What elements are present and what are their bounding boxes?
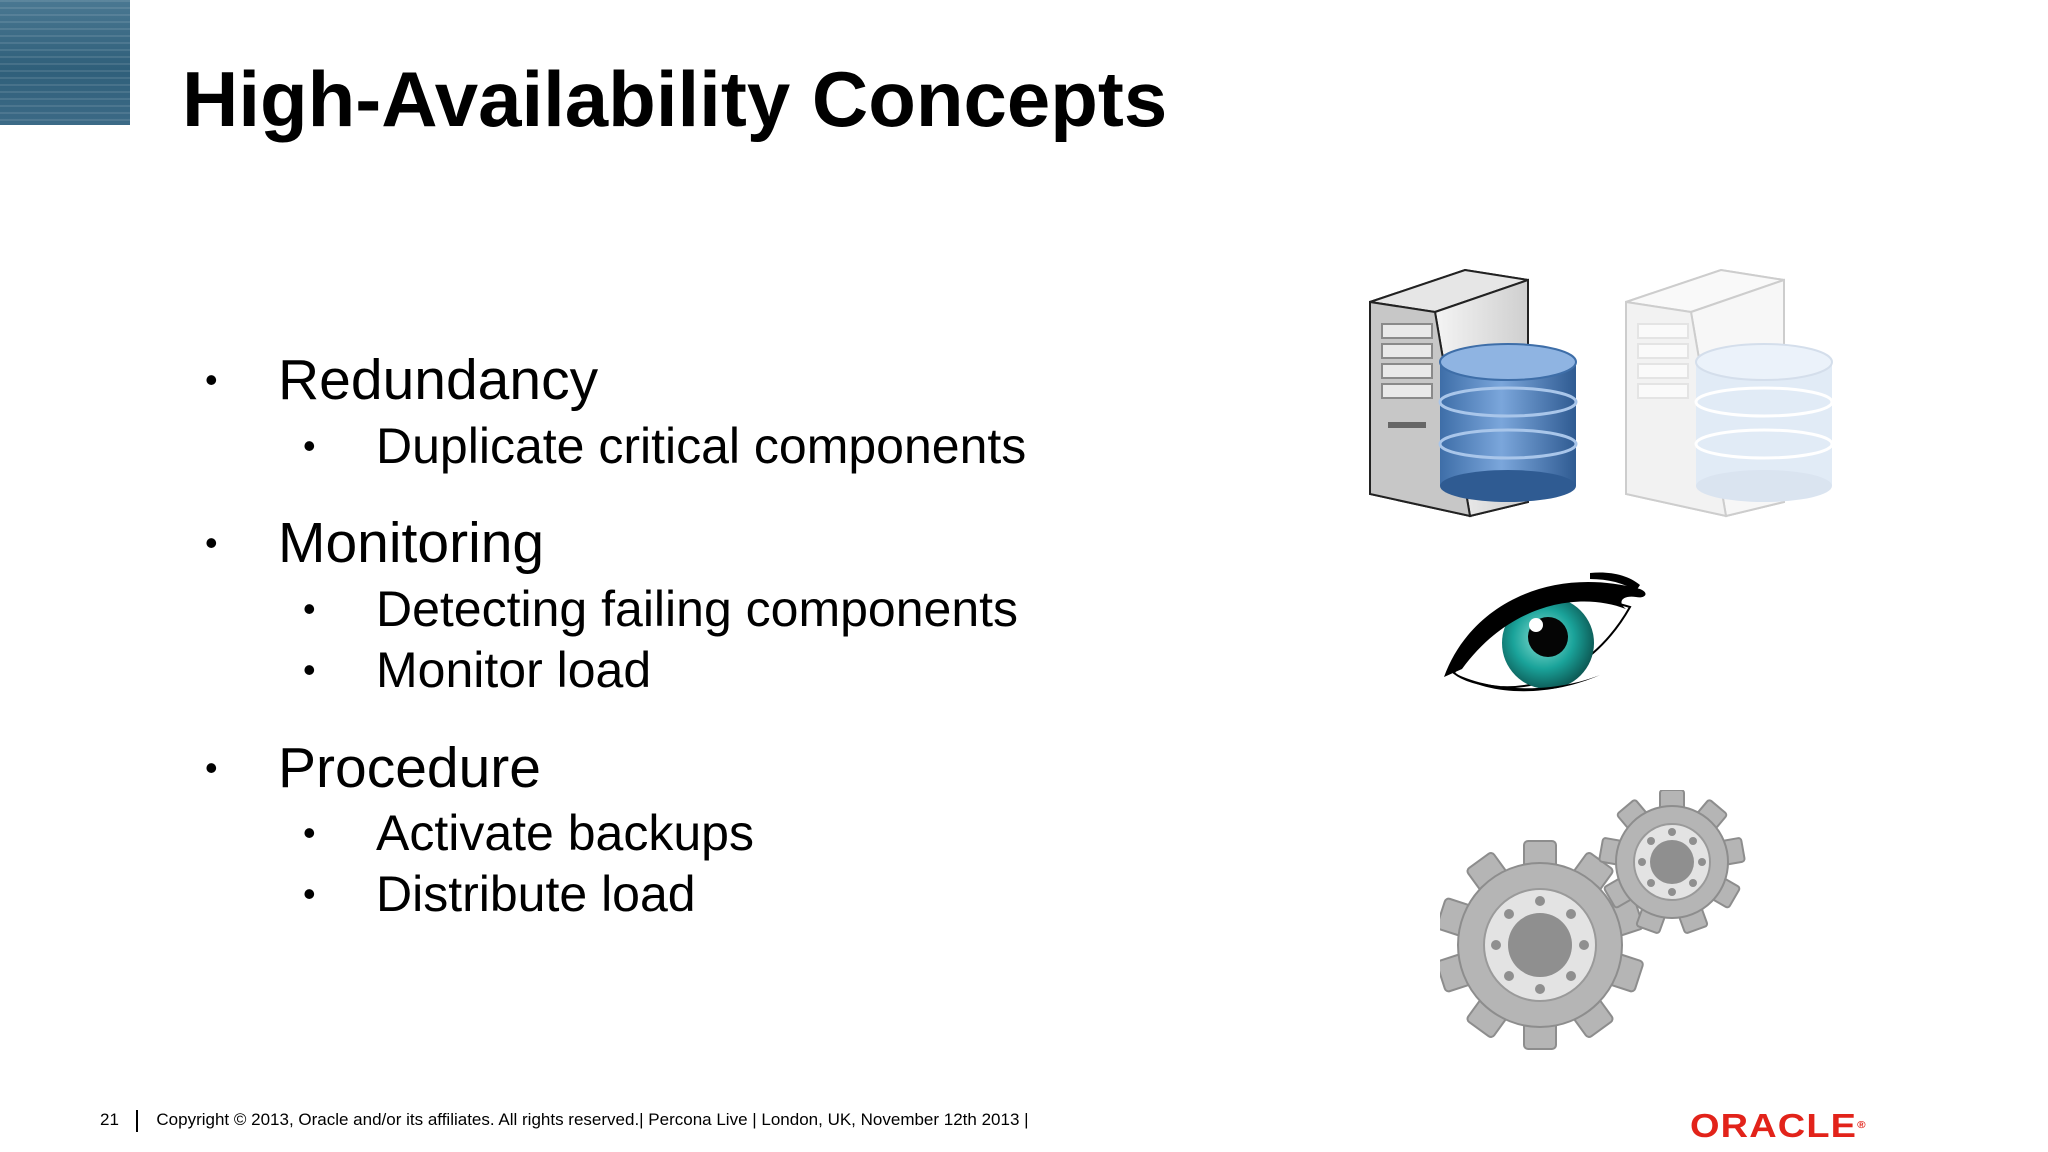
sub-bullet-label: Duplicate critical components [376, 418, 1027, 474]
sub-bullet-label: Monitor load [376, 642, 652, 698]
bullet-label: Redundancy [278, 348, 599, 412]
bullet-marker: • [303, 649, 316, 690]
bullet-marker: • [205, 522, 218, 563]
bullet-label: Procedure [278, 736, 541, 800]
bullet-marker: • [303, 425, 316, 466]
oracle-logo-text: ORACLE [1690, 1107, 1858, 1144]
footer-divider [135, 1109, 138, 1132]
gears-icon [1440, 790, 1746, 1050]
server-database-icon [1369, 268, 1578, 518]
faded-server-database-icon [1625, 268, 1834, 518]
bullet-list: • Redundancy • Duplicate critical compon… [205, 348, 1027, 922]
bullet-marker: • [205, 747, 218, 788]
sub-bullet-label: Distribute load [376, 866, 696, 922]
corner-accent-block [0, 0, 130, 125]
eye-icon [1444, 572, 1646, 692]
registered-mark: ® [1857, 1120, 1867, 1131]
sub-bullet-label: Activate backups [376, 805, 754, 861]
copyright-text: Copyright © 2013, Oracle and/or its affi… [156, 1110, 1029, 1129]
sub-bullet-label: Detecting failing components [376, 581, 1019, 637]
bullet-label: Monitoring [278, 511, 545, 575]
page-number: 21 [100, 1110, 119, 1129]
bullet-marker: • [303, 873, 316, 914]
oracle-logo: ORACLE® [1690, 1108, 1867, 1144]
slide-footer: 21 Copyright © 2013, Oracle and/or its a… [100, 1108, 1029, 1132]
bullet-marker: • [205, 359, 218, 400]
slide-title: High-Availability Concepts [182, 55, 1168, 143]
bullet-marker: • [303, 812, 316, 853]
bullet-marker: • [303, 588, 316, 629]
